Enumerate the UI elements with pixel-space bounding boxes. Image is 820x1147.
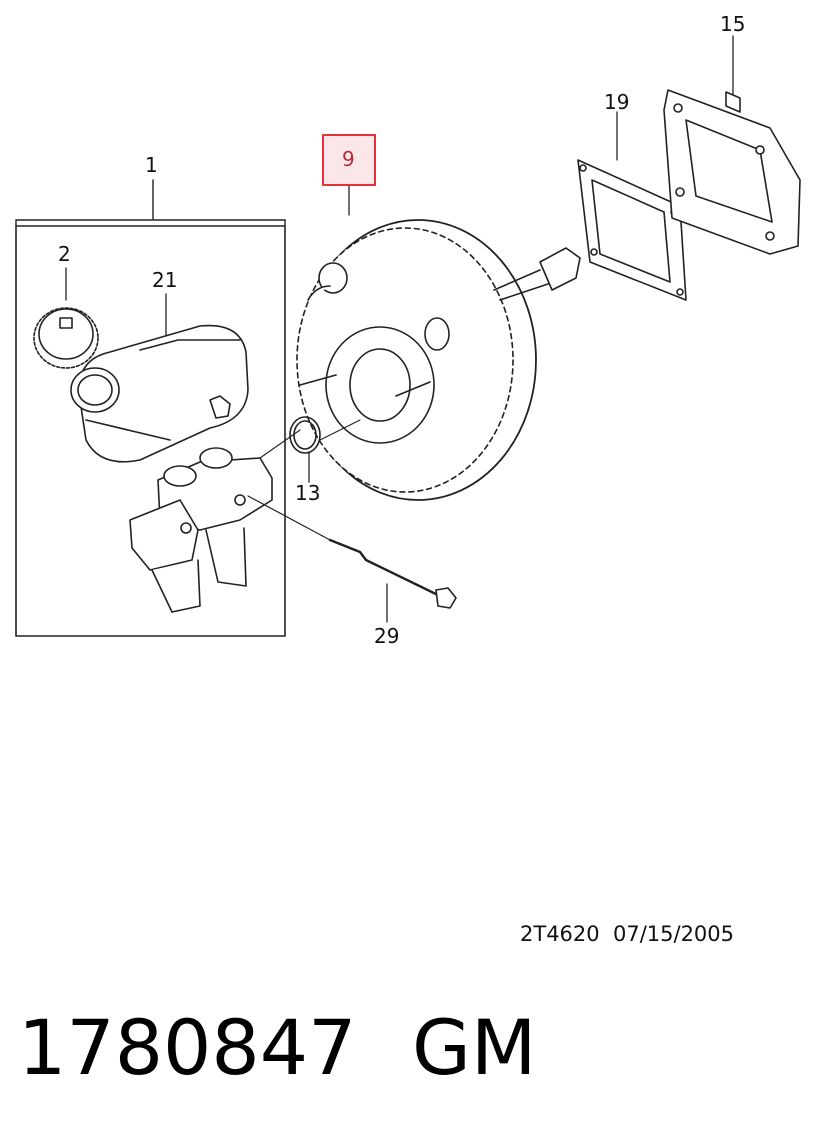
reservoir-cap: [33, 307, 99, 369]
callout-21: 21: [152, 268, 178, 292]
fluid-reservoir: [70, 324, 249, 463]
part-number: 1780847: [18, 1003, 357, 1092]
callout-9: 9: [342, 147, 355, 171]
drawing-code: 2T4620 07/15/2005: [520, 922, 735, 946]
callout-15: 15: [720, 12, 746, 36]
highlight-box: [322, 134, 376, 186]
assembly-frame: [15, 225, 286, 637]
sensor-cable: [247, 495, 457, 609]
brand-label: GM: [412, 1003, 537, 1092]
o-ring: [289, 416, 321, 454]
brake-booster: [296, 219, 581, 501]
cover-seal: [663, 89, 801, 255]
callout-2: 2: [58, 242, 71, 266]
leader-1: [15, 179, 286, 221]
callout-19: 19: [604, 90, 630, 114]
callout-13: 13: [295, 481, 321, 505]
callout-1: 1: [145, 153, 158, 177]
master-cylinder: [129, 447, 273, 613]
callout-29: 29: [374, 624, 400, 648]
gasket: [577, 159, 687, 301]
